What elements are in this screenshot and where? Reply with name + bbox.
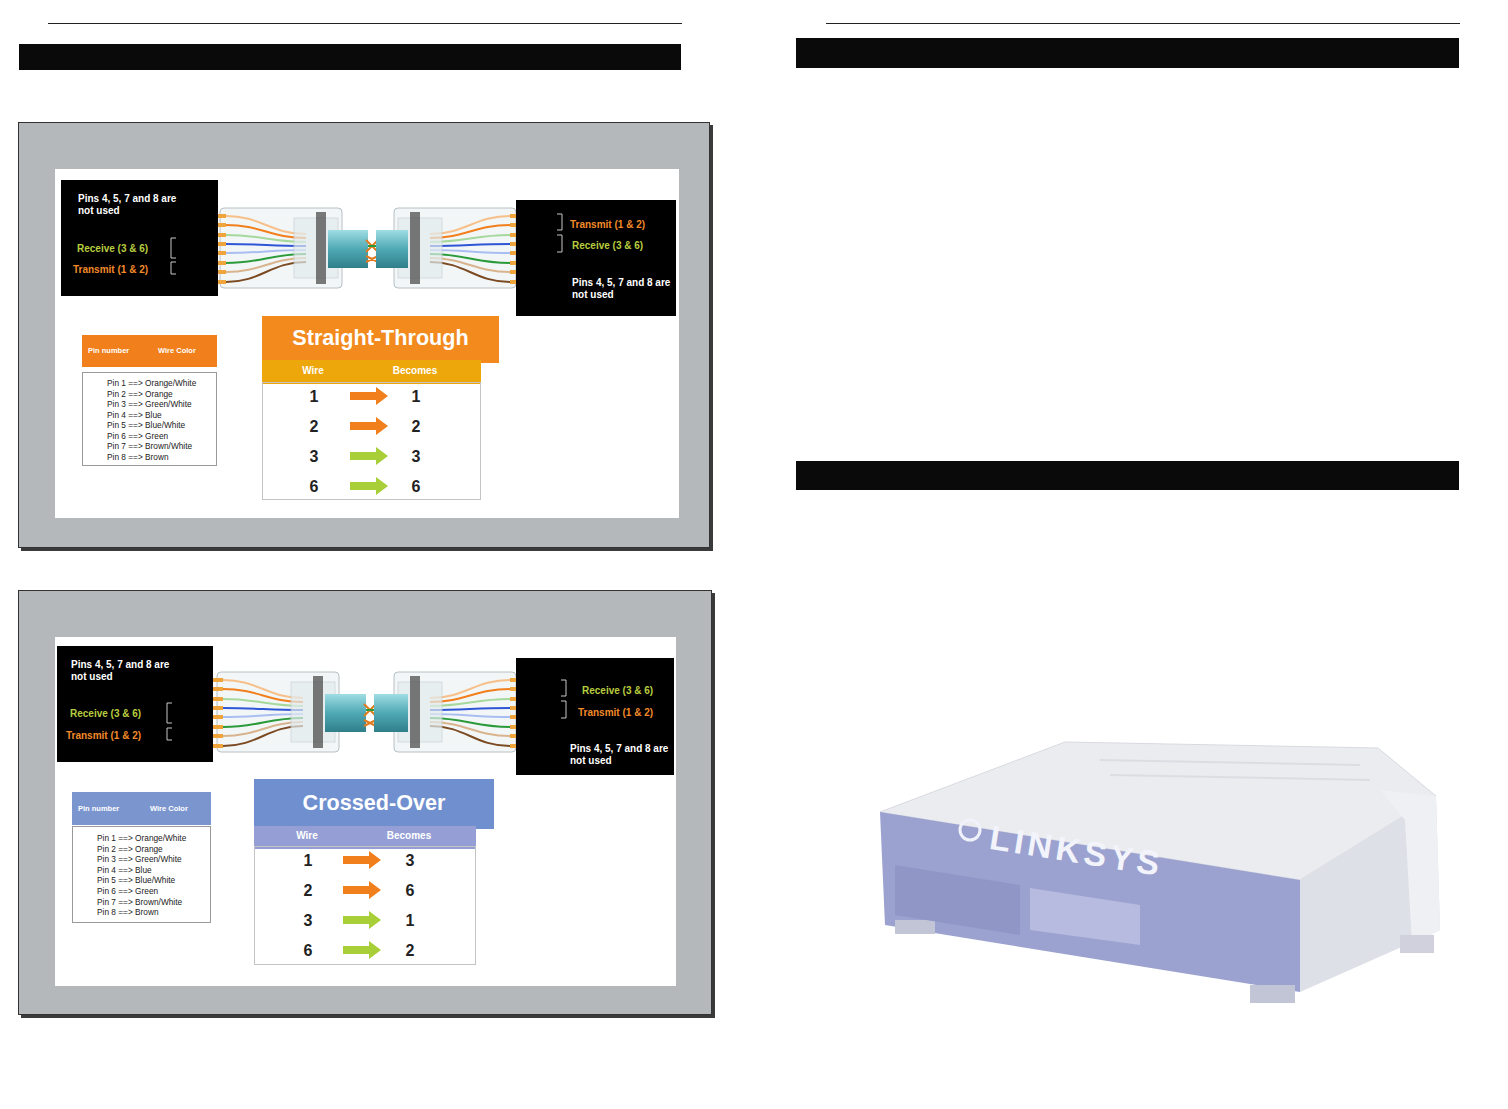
table-title: Crossed-Over (254, 779, 494, 829)
table-cell: 6 (268, 941, 348, 961)
pin-color-row: Pin 6 ==> Green (97, 886, 158, 896)
table-header: Pin number Wire Color (72, 792, 211, 825)
table-cell: 1 (376, 387, 456, 407)
title-band: Straight-Through (262, 316, 499, 363)
pin-color-list: Pin 1 ==> Orange/WhitePin 2 ==> OrangePi… (72, 826, 211, 923)
column-header: Wire (273, 361, 353, 381)
pin-color-row: Pin 1 ==> Orange/White (97, 833, 186, 843)
column-header: Pin number (78, 804, 119, 813)
table-cell: 3 (376, 447, 456, 467)
pin-color-row: Pin 5 ==> Blue/White (107, 420, 185, 430)
header-bar (796, 38, 1459, 68)
mapping-table: 1 3 2 6 3 1 6 2 (254, 846, 476, 965)
table-cell: 1 (370, 911, 450, 931)
pin-label: Transmit (1 & 2) (578, 707, 653, 719)
pin-color-row: Pin 5 ==> Blue/White (97, 875, 175, 885)
column-header: Wire (267, 826, 347, 846)
pin-color-row: Pin 4 ==> Blue (97, 865, 152, 875)
pin-label-box: Pins 4, 5, 7 and 8 are not usedReceive (… (61, 180, 218, 296)
pin-label: Receive (3 & 6) (572, 240, 643, 252)
table-title: Straight-Through (262, 316, 499, 363)
table-cell: 6 (274, 477, 354, 497)
pin-label: Transmit (1 & 2) (66, 730, 141, 742)
pin-color-row: Pin 2 ==> Orange (107, 389, 173, 399)
table-cell: 3 (268, 911, 348, 931)
table-cell: 2 (370, 941, 450, 961)
header-bar (796, 461, 1459, 490)
table-cell: 6 (370, 881, 450, 901)
pin-label: Receive (3 & 6) (77, 243, 148, 255)
table-cell: 2 (268, 881, 348, 901)
table-cell: 6 (376, 477, 456, 497)
column-header: Pin number (88, 346, 129, 355)
table-cell: 2 (376, 417, 456, 437)
pin-label: Pins 4, 5, 7 and 8 are not used (572, 277, 672, 301)
pin-color-row: Pin 8 ==> Brown (107, 452, 169, 462)
pin-color-row: Pin 8 ==> Brown (97, 907, 159, 917)
pin-color-row: Pin 7 ==> Brown/White (97, 897, 182, 907)
column-header: Becomes (375, 361, 455, 381)
table-cell: 2 (274, 417, 354, 437)
pin-color-row: Pin 1 ==> Orange/White (107, 378, 196, 388)
column-band: Wire Becomes (262, 360, 481, 384)
table-cell: 3 (274, 447, 354, 467)
table-cell: 1 (268, 851, 348, 871)
header-bar (19, 44, 681, 70)
pin-color-row: Pin 3 ==> Green/White (97, 854, 182, 864)
mapping-table: 1 1 2 2 3 3 6 6 (262, 382, 481, 500)
table-header: Pin number Wire Color (82, 335, 217, 367)
brand-label: LINKSYS (987, 818, 1166, 884)
column-header: Wire Color (150, 804, 188, 813)
pin-label-box: Pins 4, 5, 7 and 8 are not usedReceive (… (57, 646, 213, 762)
page-rule (48, 23, 682, 24)
pin-color-row: Pin 2 ==> Orange (97, 844, 163, 854)
pin-label: Transmit (1 & 2) (73, 264, 148, 276)
pin-color-row: Pin 7 ==> Brown/White (107, 441, 192, 451)
page-rule (826, 23, 1460, 24)
pin-label-box: Receive (3 & 6) Transmit (1 & 2) Pins 4, 5… (516, 658, 674, 775)
pin-label: Receive (3 & 6) (582, 685, 653, 697)
column-header: Wire Color (158, 346, 196, 355)
pin-label: Receive (3 & 6) (70, 708, 141, 720)
pin-color-row: Pin 3 ==> Green/White (107, 399, 192, 409)
pin-label: Transmit (1 & 2) (570, 219, 645, 231)
pin-color-row: Pin 4 ==> Blue (107, 410, 162, 420)
column-header: Becomes (369, 826, 449, 846)
pin-color-row: Pin 6 ==> Green (107, 431, 168, 441)
pin-label: Pins 4, 5, 7 and 8 are not used (71, 659, 181, 683)
table-cell: 1 (274, 387, 354, 407)
pin-label: Pins 4, 5, 7 and 8 are not used (78, 193, 188, 217)
pin-label-box: Transmit (1 & 2) Receive (3 & 6) Pins 4, 5… (516, 200, 676, 316)
pin-label: Pins 4, 5, 7 and 8 are not used (570, 743, 670, 767)
pin-color-list: Pin 1 ==> Orange/WhitePin 2 ==> OrangePi… (82, 372, 217, 466)
table-cell: 3 (370, 851, 450, 871)
title-band: Crossed-Over (254, 779, 494, 829)
